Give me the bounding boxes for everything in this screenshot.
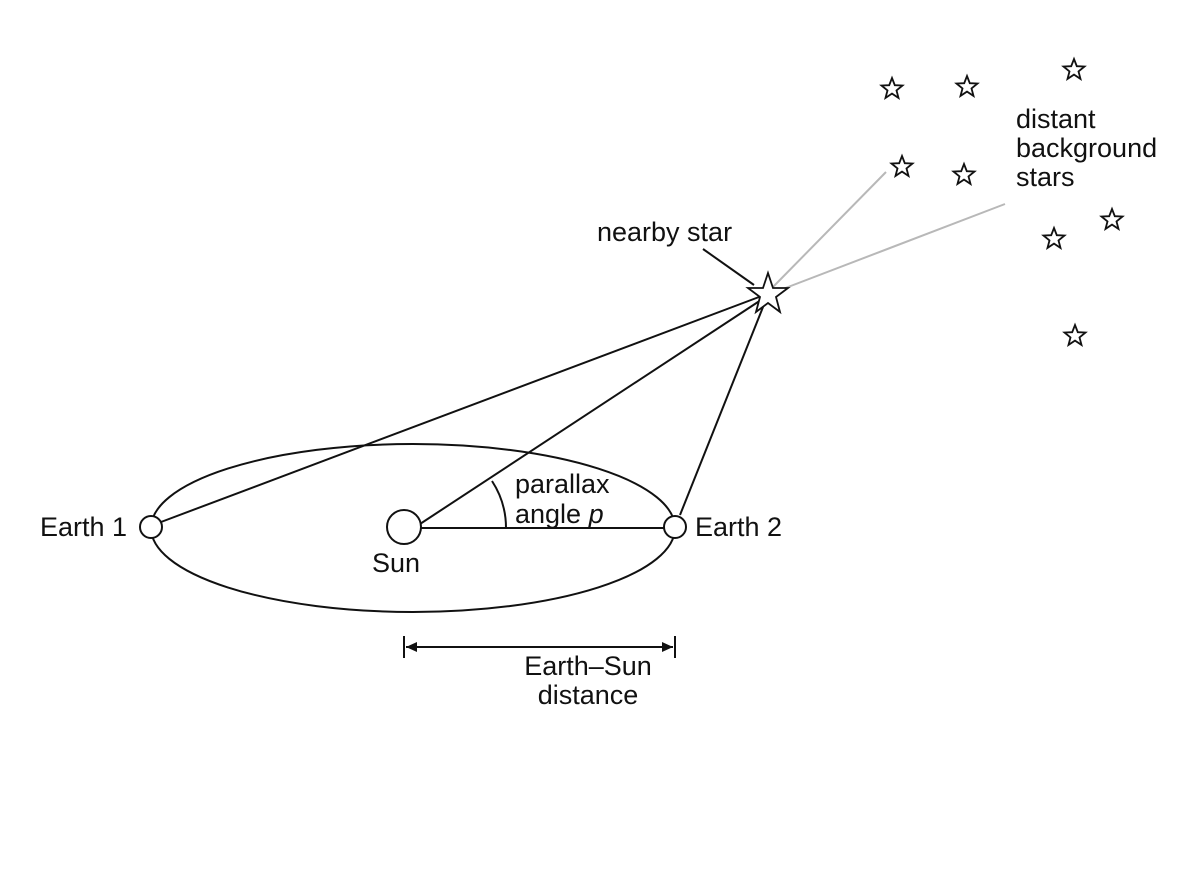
background-star-icon — [951, 161, 977, 186]
background-stars-label-line2: background — [1016, 133, 1157, 163]
parallax-angle-arc — [491, 480, 507, 529]
sightline-earth1-to-star — [160, 296, 760, 523]
parallax-label-line2: angle p — [515, 499, 604, 529]
nearby-star-label: nearby star — [597, 217, 732, 247]
distance-label-line2: distance — [538, 680, 639, 710]
parallax-label-prefix: angle — [515, 499, 589, 529]
distance-label-line1: Earth–Sun — [524, 651, 652, 681]
background-stars-label-line1: distant — [1016, 104, 1096, 134]
sightline-earth2-to-star — [679, 301, 766, 516]
background-star-icon — [954, 73, 980, 98]
earth2-marker — [663, 515, 687, 539]
background-star-icon — [1099, 206, 1125, 231]
background-star-icon — [889, 153, 915, 178]
background-stars-label-line3: stars — [1016, 162, 1075, 192]
nearby-star-pointer — [702, 248, 755, 286]
sightline-extension-upper — [771, 171, 887, 289]
nearby-star-icon — [745, 270, 791, 315]
sightline-extension-lower — [774, 203, 1006, 293]
sun-label: Sun — [372, 548, 420, 578]
parallax-label-line1: parallax — [515, 469, 610, 499]
sightline-sun-to-star — [419, 299, 762, 525]
background-star-icon — [879, 75, 905, 100]
background-star-icon — [1061, 56, 1087, 81]
sun-marker — [386, 509, 422, 545]
background-star-icon — [1041, 225, 1067, 250]
earth1-marker — [139, 515, 163, 539]
earth2-label: Earth 2 — [695, 512, 782, 542]
background-stars — [879, 56, 1125, 347]
background-star-icon — [1062, 322, 1088, 347]
earth1-label: Earth 1 — [40, 512, 127, 542]
parallax-symbol: p — [588, 499, 604, 529]
